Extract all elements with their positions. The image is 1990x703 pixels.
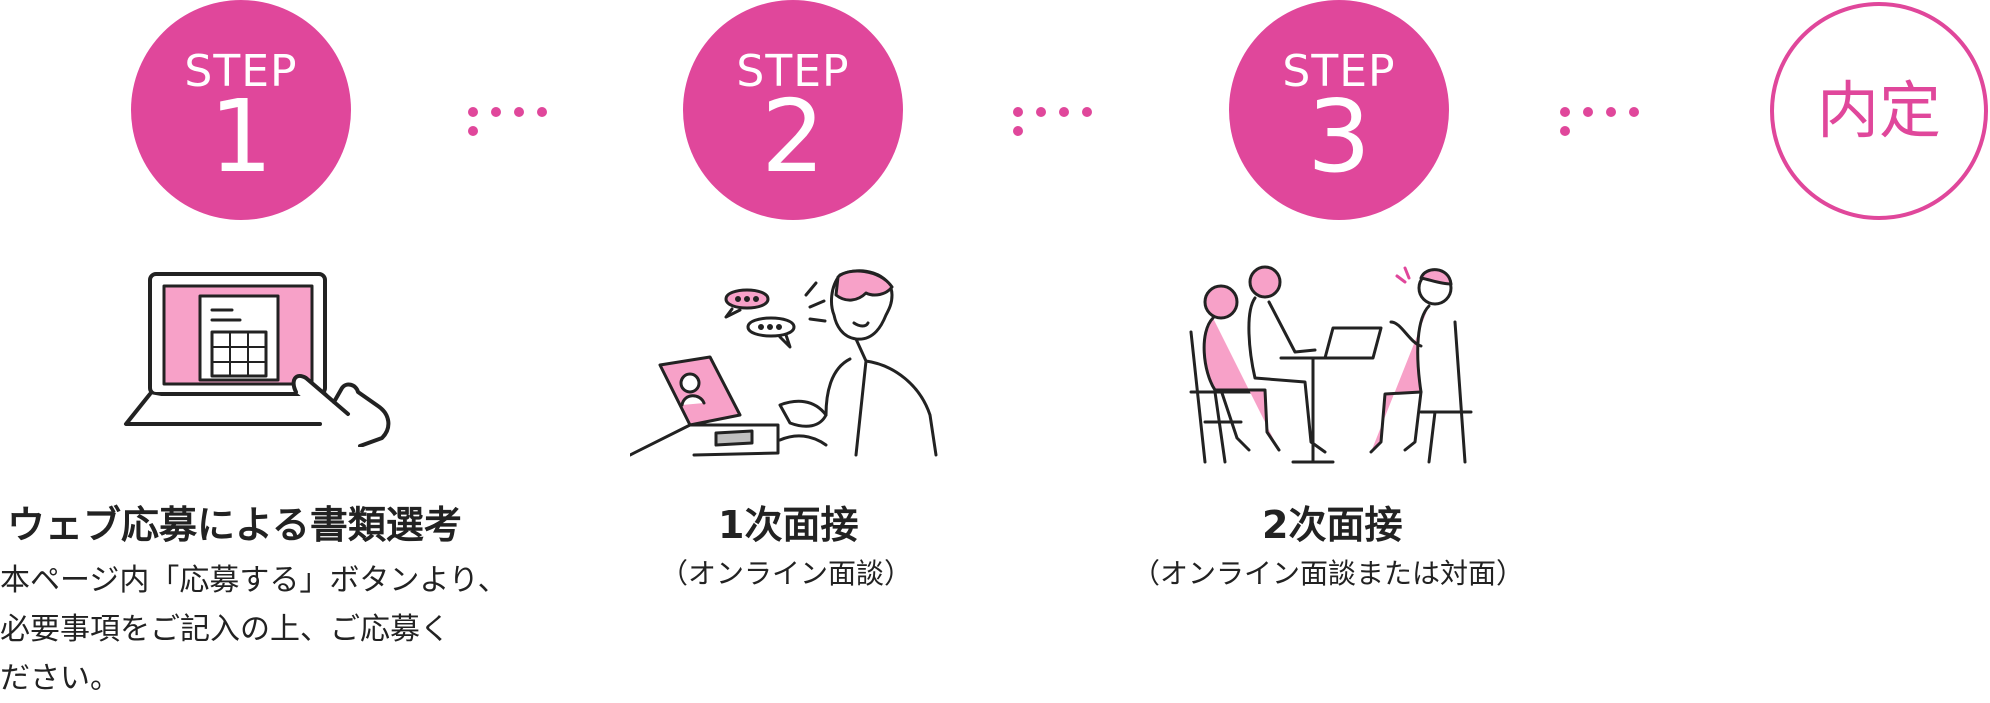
step-2-circle: STEP 2	[683, 0, 903, 220]
step-connector-dots	[468, 102, 578, 136]
step-1-label: STEP	[184, 46, 298, 97]
step-1-circle: STEP 1	[131, 0, 351, 220]
step-3-number: 3	[1307, 78, 1371, 195]
step-2-subtitle: （オンライン面談）	[660, 557, 913, 590]
step-connector-dots	[1560, 102, 1670, 136]
step-3-title: 2次面接	[1262, 503, 1403, 547]
laptop-application-illustration	[124, 272, 391, 447]
step-1-number: 1	[209, 78, 273, 195]
step-3-label: STEP	[1282, 46, 1396, 97]
final-offer-label: 内定	[1816, 74, 1941, 147]
step-1-description-line: 本ページ内「応募する」ボタンより、	[0, 563, 508, 598]
step-3-circle: STEP 3	[1229, 0, 1449, 220]
step-1-description-line: ださい。	[0, 661, 120, 696]
step-2-number: 2	[761, 78, 825, 195]
step-1-description: 本ページ内「応募する」ボタンより、 必要事項をご記入の上、ご応募く ださい。	[0, 556, 508, 703]
final-offer-circle: 内定	[1770, 2, 1988, 220]
face-to-face-interview-illustration	[1189, 265, 1473, 464]
step-connector-dots	[1013, 102, 1123, 136]
online-interview-illustration	[630, 269, 938, 457]
step-2-label: STEP	[736, 46, 850, 97]
step-3-subtitle: （オンライン面談または対面）	[1132, 557, 1525, 590]
step-2-title: 1次面接	[718, 503, 859, 547]
step-1-title: ウェブ応募による書類選考	[7, 503, 462, 547]
step-1-description-line: 必要事項をご記入の上、ご応募く	[0, 612, 450, 647]
